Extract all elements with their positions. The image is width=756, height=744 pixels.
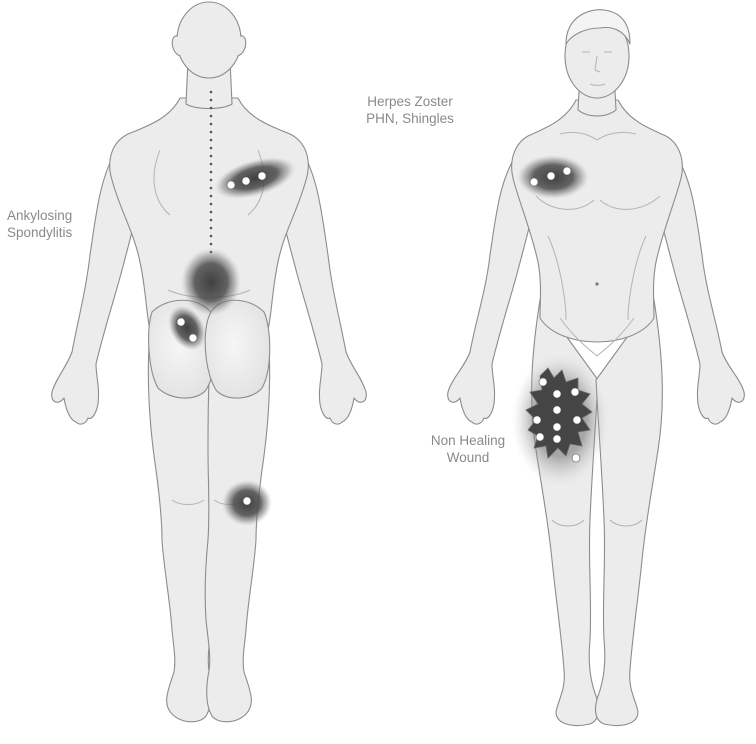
spine-dots [210, 91, 213, 254]
herpes-line-2: PHN, Shingles [357, 110, 463, 127]
wound-line-2: Wound [420, 449, 516, 466]
front-view-figure [448, 10, 745, 726]
ankylosing-line-2: Spondylitis [7, 224, 72, 241]
ankylosing-spondylitis-label: Ankylosing Spondylitis [7, 207, 72, 241]
non-healing-wound-label: Non Healing Wound [420, 432, 516, 466]
wound-line-1: Non Healing [420, 432, 516, 449]
ankylosing-line-1: Ankylosing [7, 207, 72, 224]
front-right-leg [596, 300, 663, 726]
lumbar-spot [181, 248, 241, 316]
front-torso [512, 100, 683, 342]
back-view-figure [52, 2, 367, 722]
back-head [177, 2, 241, 78]
herpes-line-1: Herpes Zoster [357, 93, 463, 110]
herpes-zoster-label: Herpes Zoster PHN, Shingles [357, 93, 463, 127]
front-navel [595, 282, 598, 285]
